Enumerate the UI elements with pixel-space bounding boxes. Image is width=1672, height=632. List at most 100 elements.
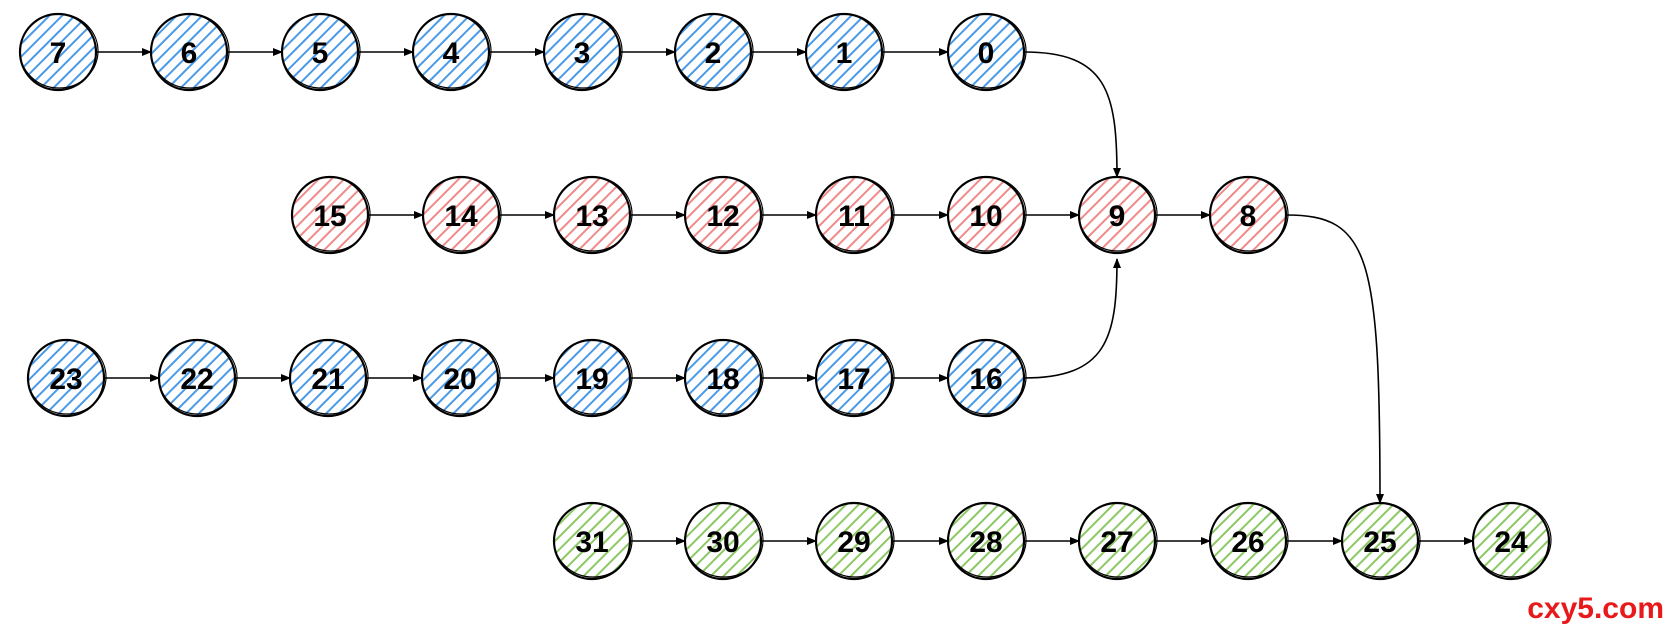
node-23: 23	[26, 338, 107, 418]
node-outline	[947, 176, 1027, 252]
node-label: 26	[1231, 526, 1264, 559]
node-label: 2	[705, 37, 722, 70]
node-outline	[674, 13, 754, 89]
node-30: 30	[683, 501, 764, 581]
node-outline	[553, 502, 633, 578]
node-31: 31	[552, 501, 633, 581]
edge-8-to-25	[1285, 214, 1384, 504]
node-label: 14	[444, 200, 478, 233]
node-14: 14	[421, 175, 502, 255]
node-outline	[1472, 502, 1552, 578]
node-25: 25	[1340, 501, 1421, 581]
node-label: 16	[969, 363, 1002, 396]
edge-16-to-9	[1023, 258, 1121, 379]
node-24: 24	[1471, 501, 1552, 581]
node-label: 6	[181, 37, 198, 70]
node-9: 9	[1077, 175, 1158, 255]
node-label: 17	[837, 363, 870, 396]
node-outline	[289, 339, 369, 415]
node-label: 19	[575, 363, 608, 396]
node-label: 31	[575, 526, 608, 559]
node-outline	[815, 176, 895, 252]
node-label: 1	[836, 37, 853, 70]
node-21: 21	[288, 338, 369, 418]
node-22: 22	[157, 338, 238, 418]
node-13: 13	[552, 175, 633, 255]
node-1: 1	[804, 12, 885, 92]
node-label: 5	[312, 37, 329, 70]
node-label: 11	[838, 200, 870, 233]
node-label: 9	[1109, 200, 1126, 233]
node-outline	[553, 176, 633, 252]
node-outline	[1078, 176, 1158, 252]
node-5: 5	[280, 12, 361, 92]
node-18: 18	[683, 338, 764, 418]
node-outline	[805, 13, 885, 89]
node-label: 25	[1363, 526, 1396, 559]
node-outline	[543, 13, 623, 89]
node-label: 3	[574, 37, 591, 70]
node-label: 15	[313, 200, 346, 233]
node-outline	[947, 339, 1027, 415]
node-label: 29	[837, 526, 870, 559]
node-20: 20	[420, 338, 501, 418]
node-outline	[684, 176, 764, 252]
node-outline	[281, 13, 361, 89]
node-4: 4	[411, 12, 492, 92]
node-outline	[19, 13, 99, 89]
node-3: 3	[542, 12, 623, 92]
node-11: 11	[814, 175, 895, 255]
node-outline	[1209, 502, 1289, 578]
edge-0-to-9	[1023, 51, 1121, 178]
node-2: 2	[673, 12, 754, 92]
node-27: 27	[1077, 501, 1158, 581]
node-label: 22	[180, 363, 213, 396]
node-outline	[947, 13, 1027, 89]
node-28: 28	[946, 501, 1027, 581]
node-outline	[815, 502, 895, 578]
node-outline	[412, 13, 492, 89]
node-7: 7	[18, 12, 99, 92]
node-outline	[1341, 502, 1421, 578]
node-label: 4	[443, 37, 460, 70]
node-outline	[1209, 176, 1289, 252]
node-label: 0	[978, 37, 995, 70]
node-label: 7	[50, 37, 67, 70]
node-16: 16	[946, 338, 1027, 418]
node-8: 8	[1208, 175, 1289, 255]
node-outline	[1078, 502, 1158, 578]
node-29: 29	[814, 501, 895, 581]
node-label: 18	[706, 363, 739, 396]
node-26: 26	[1208, 501, 1289, 581]
watermark-text: cxy5.com	[1527, 592, 1664, 625]
node-outline	[947, 502, 1027, 578]
node-label: 20	[443, 363, 476, 396]
node-label: 10	[969, 200, 1002, 233]
node-label: 13	[575, 200, 608, 233]
node-6: 6	[149, 12, 230, 92]
node-17: 17	[814, 338, 895, 418]
node-15: 15	[290, 175, 371, 255]
node-outline	[684, 339, 764, 415]
node-label: 8	[1240, 200, 1257, 233]
node-outline	[158, 339, 238, 415]
node-outline	[421, 339, 501, 415]
node-label: 21	[311, 363, 344, 396]
node-outline	[422, 176, 502, 252]
node-outline	[291, 176, 371, 252]
node-0: 0	[946, 12, 1027, 92]
node-outline	[553, 339, 633, 415]
node-outline	[684, 502, 764, 578]
node-outline	[815, 339, 895, 415]
node-12: 12	[683, 175, 764, 255]
node-label: 24	[1494, 526, 1528, 559]
node-label: 23	[49, 363, 82, 396]
node-outline	[27, 339, 107, 415]
node-label: 12	[706, 200, 739, 233]
node-10: 10	[946, 175, 1027, 255]
node-outline	[150, 13, 230, 89]
node-label: 27	[1100, 526, 1133, 559]
node-19: 19	[552, 338, 633, 418]
